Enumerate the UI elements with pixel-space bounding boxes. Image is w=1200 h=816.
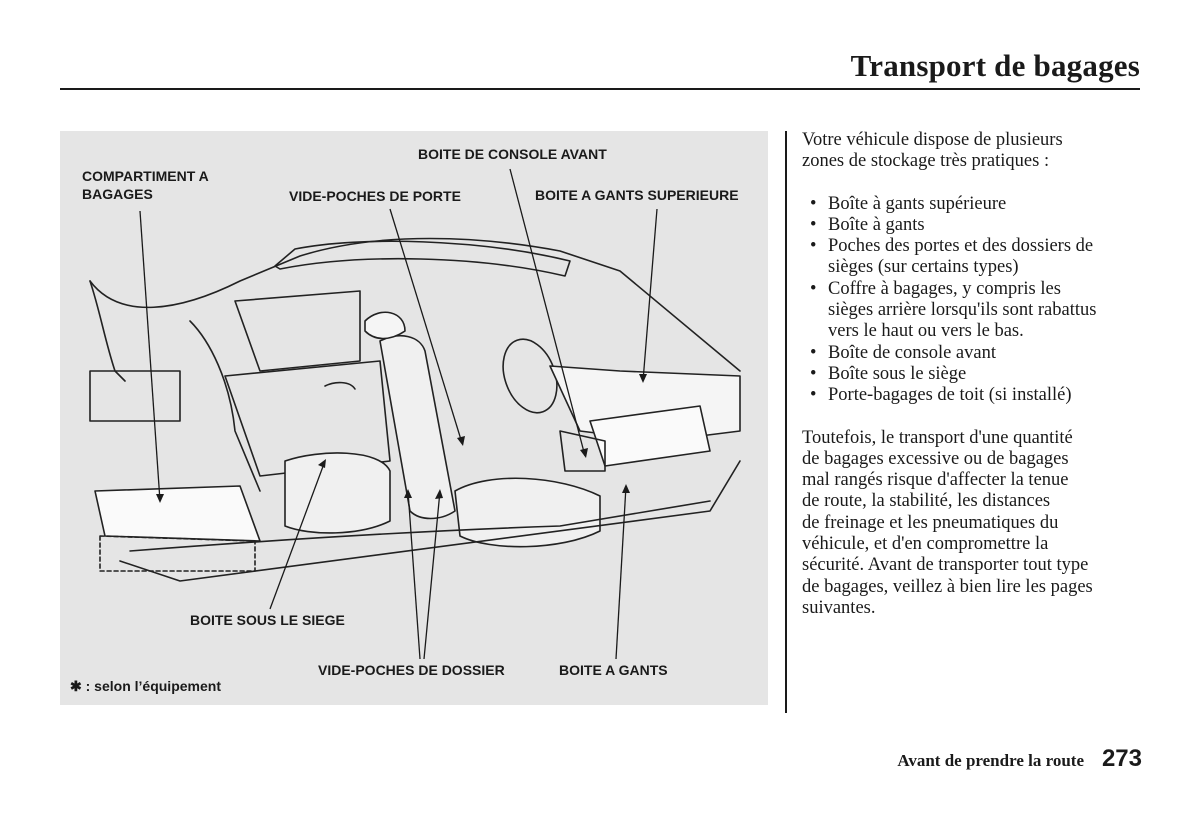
list-item: •Boîte à gants supérieure: [810, 193, 1007, 214]
luggage-floor: [94, 485, 261, 542]
body-text: Votre véhicule dispose de plusieurs zone…: [802, 130, 1147, 619]
intro-line: Votre véhicule dispose de plusieurs: [802, 130, 1063, 150]
warning-paragraph: Toutefois, le transport d'une quantité d…: [802, 428, 1147, 620]
arrow-glovebox: [622, 484, 630, 493]
paragraph-line: de bagages, veillez à bien lire les page…: [802, 576, 1093, 597]
rear-seat-back: [89, 370, 181, 422]
list-item: •Boîte à gants: [810, 214, 925, 235]
footnote-text: : selon l’équipement: [81, 678, 221, 694]
label-luggage-line2: BAGAGES: [82, 186, 153, 202]
paragraph-line: mal rangés risque d'affecter la tenue: [802, 470, 1069, 491]
door-handle: [324, 381, 356, 390]
luggage-dashed-area: [99, 535, 256, 572]
arrow-seatback-2: [435, 489, 443, 499]
headrest: [364, 311, 406, 340]
column-divider: [785, 131, 787, 713]
arrow-upper-glovebox: [639, 374, 647, 383]
callout-upper-glovebox: [642, 208, 658, 382]
list-item-text: Porte-bagages de toit (si installé): [828, 385, 1072, 406]
rear-pillar: [89, 280, 126, 382]
callout-under-seat: [269, 460, 326, 610]
paragraph-line: sécurité. Avant de transporter tout type: [802, 555, 1089, 576]
front-seat-cushion: [454, 477, 601, 548]
storage-list: •Boîte à gants supérieure •Boîte à gants…: [802, 194, 1147, 407]
label-luggage-line1: COMPARTIMENT A: [82, 168, 209, 184]
rear-seat-cushion: [284, 452, 391, 534]
list-item-text: Boîte à gants supérieure: [828, 193, 1007, 214]
paragraph-line: de bagages excessive ou de bagages: [802, 448, 1069, 469]
car-interior-figure: COMPARTIMENT A BAGAGES VIDE-POCHES DE PO…: [60, 131, 768, 705]
list-item-text: Boîte de console avant: [828, 342, 996, 363]
body-lower: [119, 460, 741, 582]
list-item-text: Boîte à gants: [828, 214, 925, 235]
label-luggage-compartment: COMPARTIMENT A BAGAGES: [82, 167, 209, 203]
list-item-text: sièges arrière lorsqu'ils sont rabattus: [828, 300, 1097, 321]
label-glovebox: BOITE A GANTS: [559, 662, 668, 678]
callout-luggage: [139, 210, 161, 502]
list-item: •Porte-bagages de toit (si installé): [810, 385, 1072, 406]
paragraph-line: Toutefois, le transport d'une quantité: [802, 427, 1073, 448]
label-upper-glovebox: BOITE A GANTS SUPERIEURE: [535, 187, 739, 203]
list-item: •Boîte de console avant: [810, 342, 996, 363]
paragraph-line: de route, la stabilité, les distances: [802, 491, 1051, 512]
callout-seatback-2: [423, 490, 441, 660]
page-title: Transport de bagages: [850, 48, 1140, 83]
label-seatback-pocket: VIDE-POCHES DE DOSSIER: [318, 662, 505, 678]
floor-line: [129, 500, 711, 552]
glovebox-lid: [589, 405, 711, 467]
footnote: ✱ : selon l’équipement: [70, 677, 221, 695]
footer-section: Avant de prendre la route: [897, 751, 1084, 770]
page-number: 273: [1101, 745, 1142, 772]
rear-seat-shoulder: [189, 320, 261, 492]
intro-paragraph: Votre véhicule dispose de plusieurs zone…: [802, 130, 1147, 173]
callout-seatback-1: [407, 490, 421, 660]
label-under-seat: BOITE SOUS LE SIEGE: [190, 612, 345, 628]
intro-line: zones de stockage très pratiques :: [802, 151, 1050, 172]
arrow-seatback-1: [404, 489, 412, 498]
paragraph-line: suivantes.: [802, 597, 876, 618]
list-item-text: sièges (sur certains types): [828, 257, 1019, 278]
list-item-text: vers le haut ou vers le bas.: [828, 321, 1024, 342]
callout-door-pocket: [389, 208, 463, 444]
center-console: [559, 430, 606, 472]
list-item-text: Coffre à bagages, y compris les: [828, 278, 1061, 299]
list-item: •Boîte sous le siège: [810, 363, 967, 384]
list-item-text: Poches des portes et des dossiers de: [828, 236, 1094, 257]
car-interior-illustration: [89, 168, 741, 660]
arrow-under-seat: [318, 459, 326, 468]
paragraph-line: de freinage et les pneumatiques du: [802, 512, 1059, 533]
arrow-console: [580, 448, 588, 458]
asterisk-icon: ✱: [70, 678, 82, 694]
door-panel: [224, 360, 391, 477]
callout-console: [509, 168, 586, 457]
callout-glovebox: [615, 485, 627, 660]
label-door-pocket: VIDE-POCHES DE PORTE: [289, 188, 461, 204]
roof-panel: [274, 240, 571, 277]
rear-door: [234, 290, 361, 372]
roof-line: [89, 237, 741, 372]
label-front-console: BOITE DE CONSOLE AVANT: [418, 146, 607, 162]
arrow-luggage: [156, 494, 164, 503]
title-rule: [60, 88, 1140, 90]
front-seat-back: [379, 335, 456, 520]
paragraph-line: véhicule, et d'en compromettre la: [802, 534, 1049, 555]
list-item-text: Boîte sous le siège: [828, 363, 967, 384]
arrow-door-pocket: [457, 436, 465, 446]
